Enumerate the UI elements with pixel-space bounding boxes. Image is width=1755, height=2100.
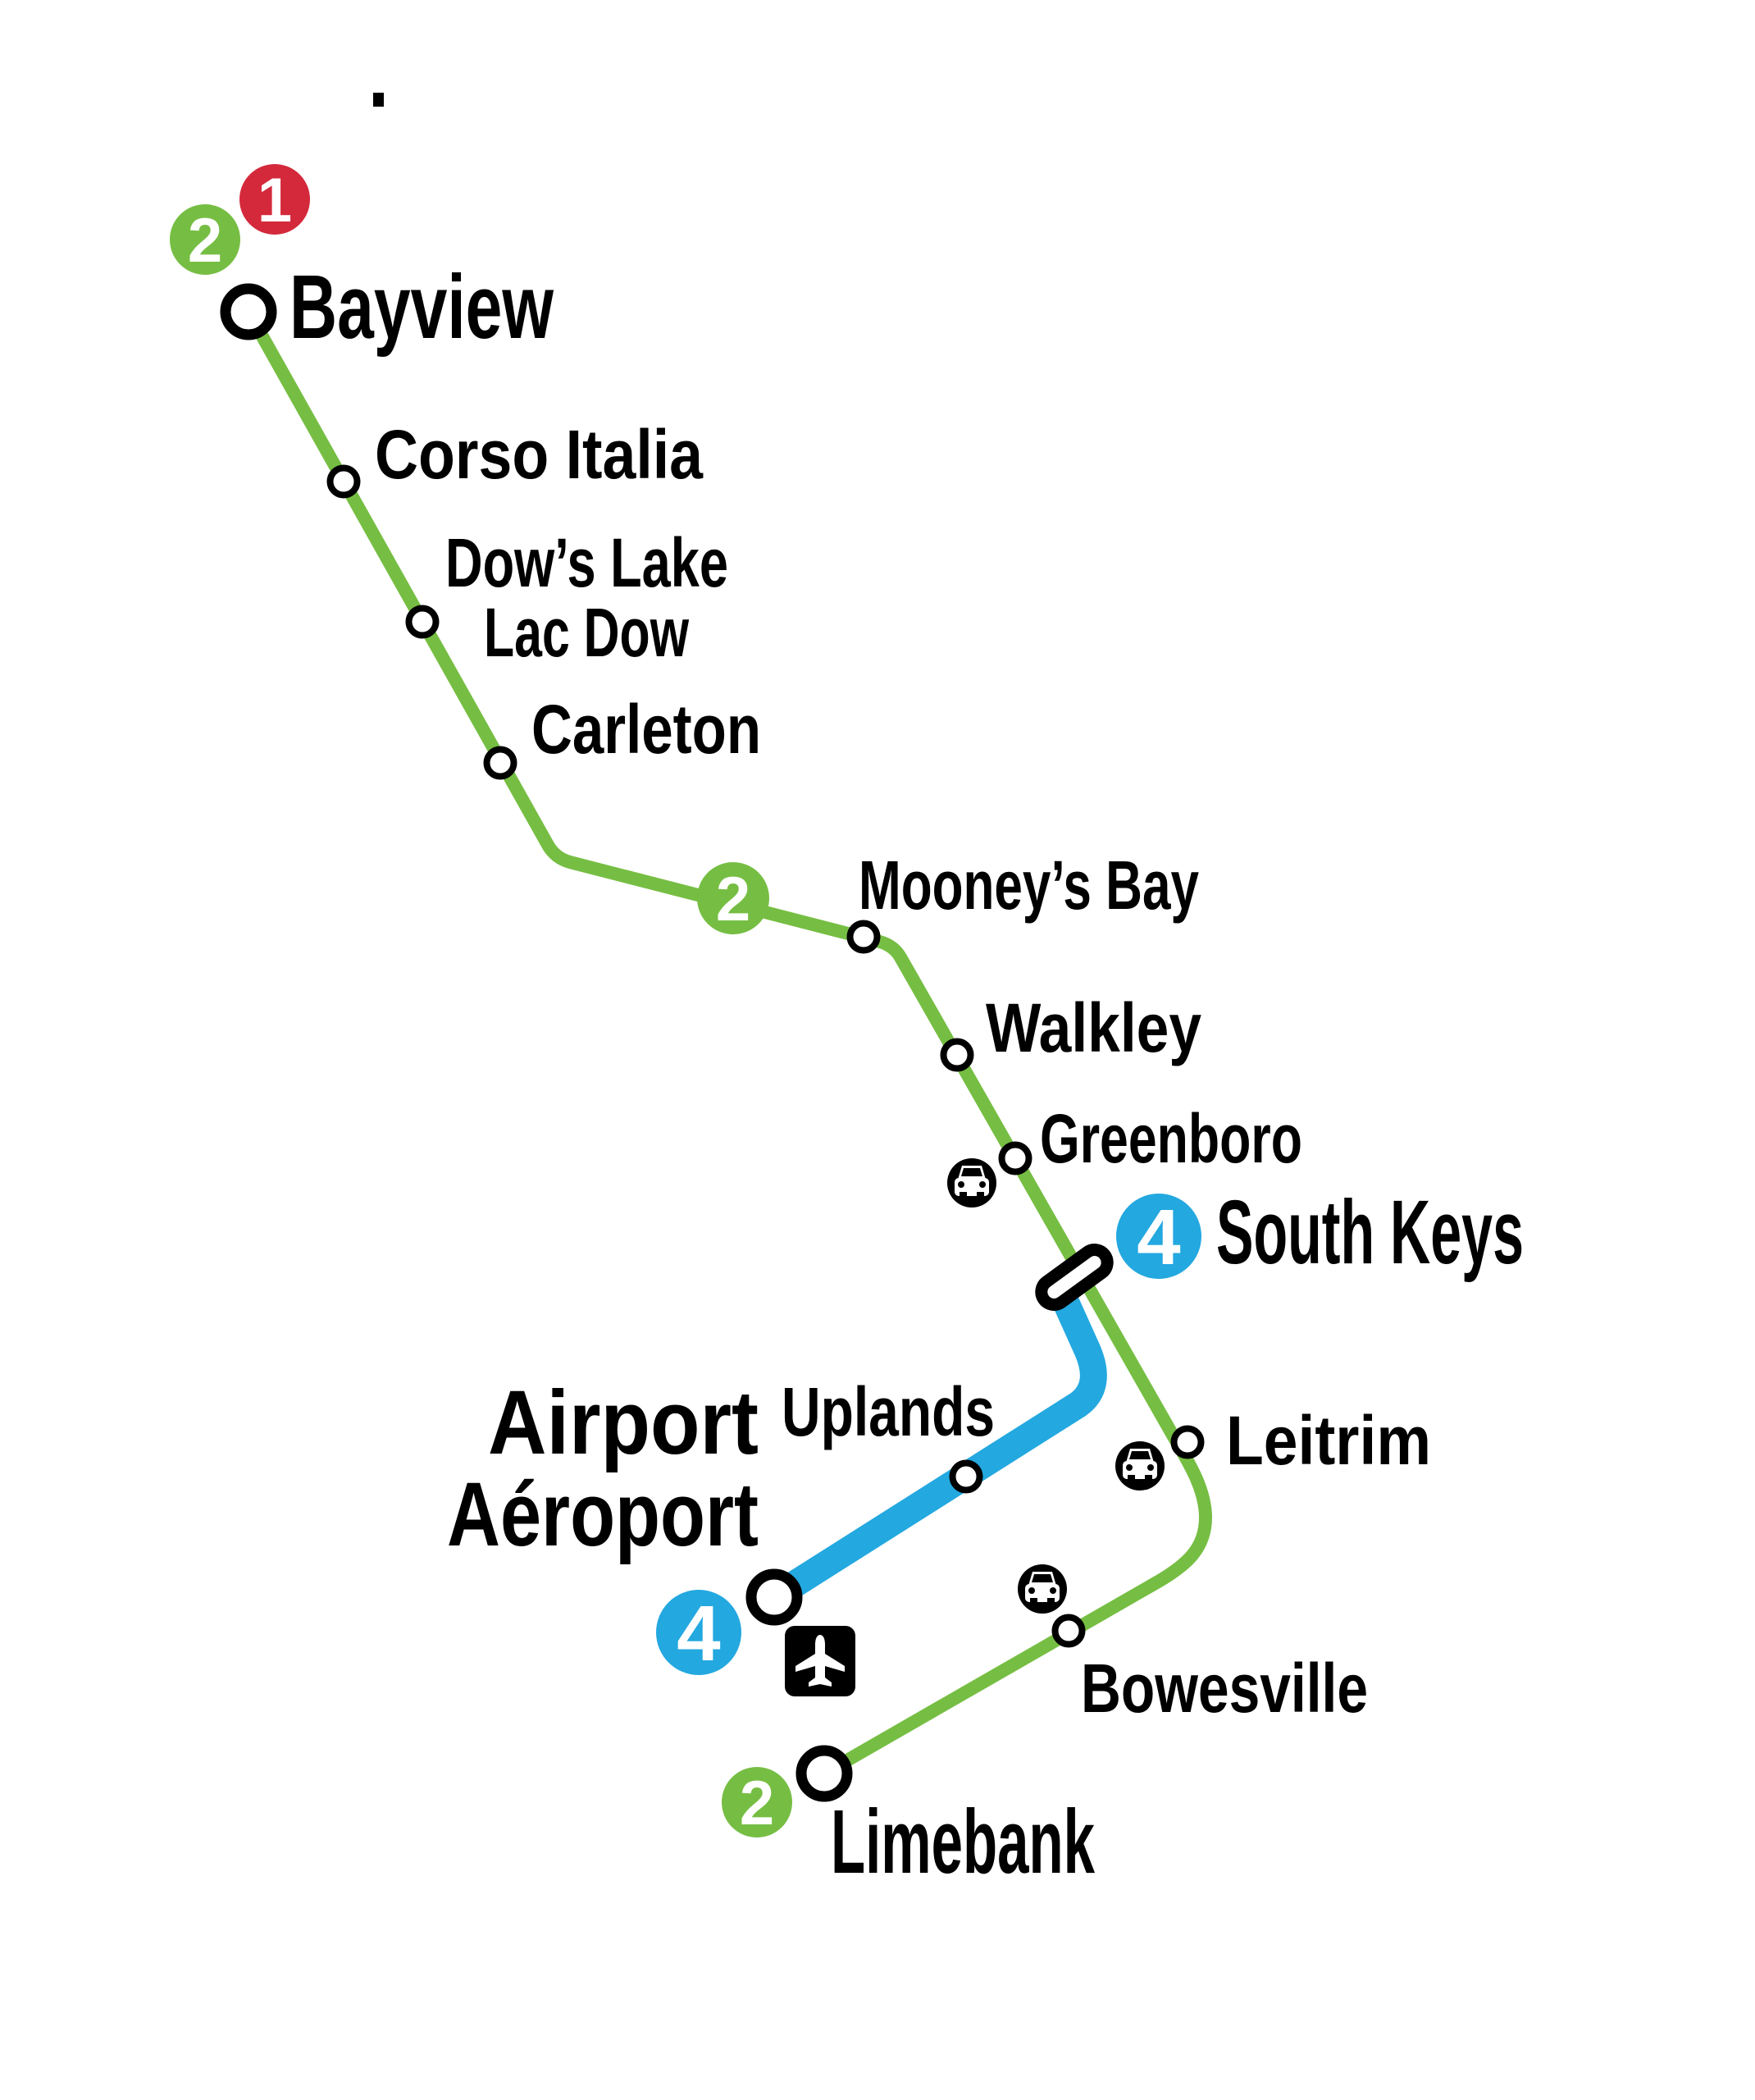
line-4-badge-airport: 4 (656, 1590, 741, 1678)
line-4-badge-south-keys: 4 (1116, 1194, 1201, 1281)
park-and-ride-icon (1115, 1441, 1165, 1491)
station-marker-walkley (940, 1038, 974, 1072)
station-marker-uplands (949, 1459, 983, 1494)
station-marker-leitrim (1170, 1425, 1205, 1459)
park-and-ride-icon (947, 1158, 996, 1208)
station-marker-airport (745, 1568, 803, 1626)
station-marker-limebank (795, 1745, 853, 1802)
station-marker-dows-lake (405, 605, 440, 639)
line-2-badge-number: 2 (188, 206, 222, 276)
station-label-greenboro: Greenboro (1040, 1100, 1302, 1177)
line-2-badge-midline: 2 (697, 862, 769, 934)
line-2-badge-bayview: 2 (170, 204, 240, 276)
line-2-badge-limebank: 2 (722, 1767, 792, 1838)
station-label-mooneys-bay: Mooney’s Bay (859, 847, 1199, 924)
park-and-ride-icon (1018, 1564, 1067, 1614)
station-label-limebank: Limebank (831, 1792, 1096, 1892)
station-label-carleton: Carleton (531, 691, 761, 768)
station-marker-bowesville (1051, 1614, 1086, 1648)
station-marker-mooneys-bay (846, 920, 881, 954)
station-label-bayview: Bayview (289, 257, 554, 358)
station-label-bowesville: Bowesville (1081, 1650, 1368, 1727)
line-1-badge: 1 (239, 164, 310, 235)
line-2-badge-number: 2 (716, 865, 750, 934)
station-label-dows-lake: Dow’s Lake (445, 524, 728, 601)
cropped-line-artifact (373, 93, 384, 107)
station-label-corso-italia: Corso Italia (375, 416, 704, 493)
station-marker-corso-italia (326, 464, 361, 499)
line-2-badge-number: 2 (740, 1769, 774, 1838)
line-1-badge-number: 1 (258, 166, 292, 235)
station-label-leitrim: Leitrim (1226, 1402, 1431, 1479)
station-label-airport-en: Airport (488, 1372, 759, 1473)
airplane-icon (785, 1626, 855, 1696)
station-label-airport-fr: Aéroport (447, 1464, 759, 1565)
line-4-badge-number: 4 (677, 1590, 720, 1678)
line-4-route-path (767, 1286, 1107, 1609)
line-4-badge-number: 4 (1137, 1194, 1180, 1281)
station-label-uplands: Uplands (782, 1373, 995, 1450)
station-label-walkley: Walkley (986, 989, 1201, 1066)
station-marker-greenboro (998, 1141, 1032, 1176)
station-label-lac-dow: Lac Dow (484, 594, 689, 671)
station-marker-carleton (483, 746, 517, 780)
station-marker-bayview (220, 283, 277, 340)
station-label-south-keys: South Keys (1216, 1182, 1524, 1283)
station-marker-south-keys-interchange (1035, 1244, 1114, 1311)
